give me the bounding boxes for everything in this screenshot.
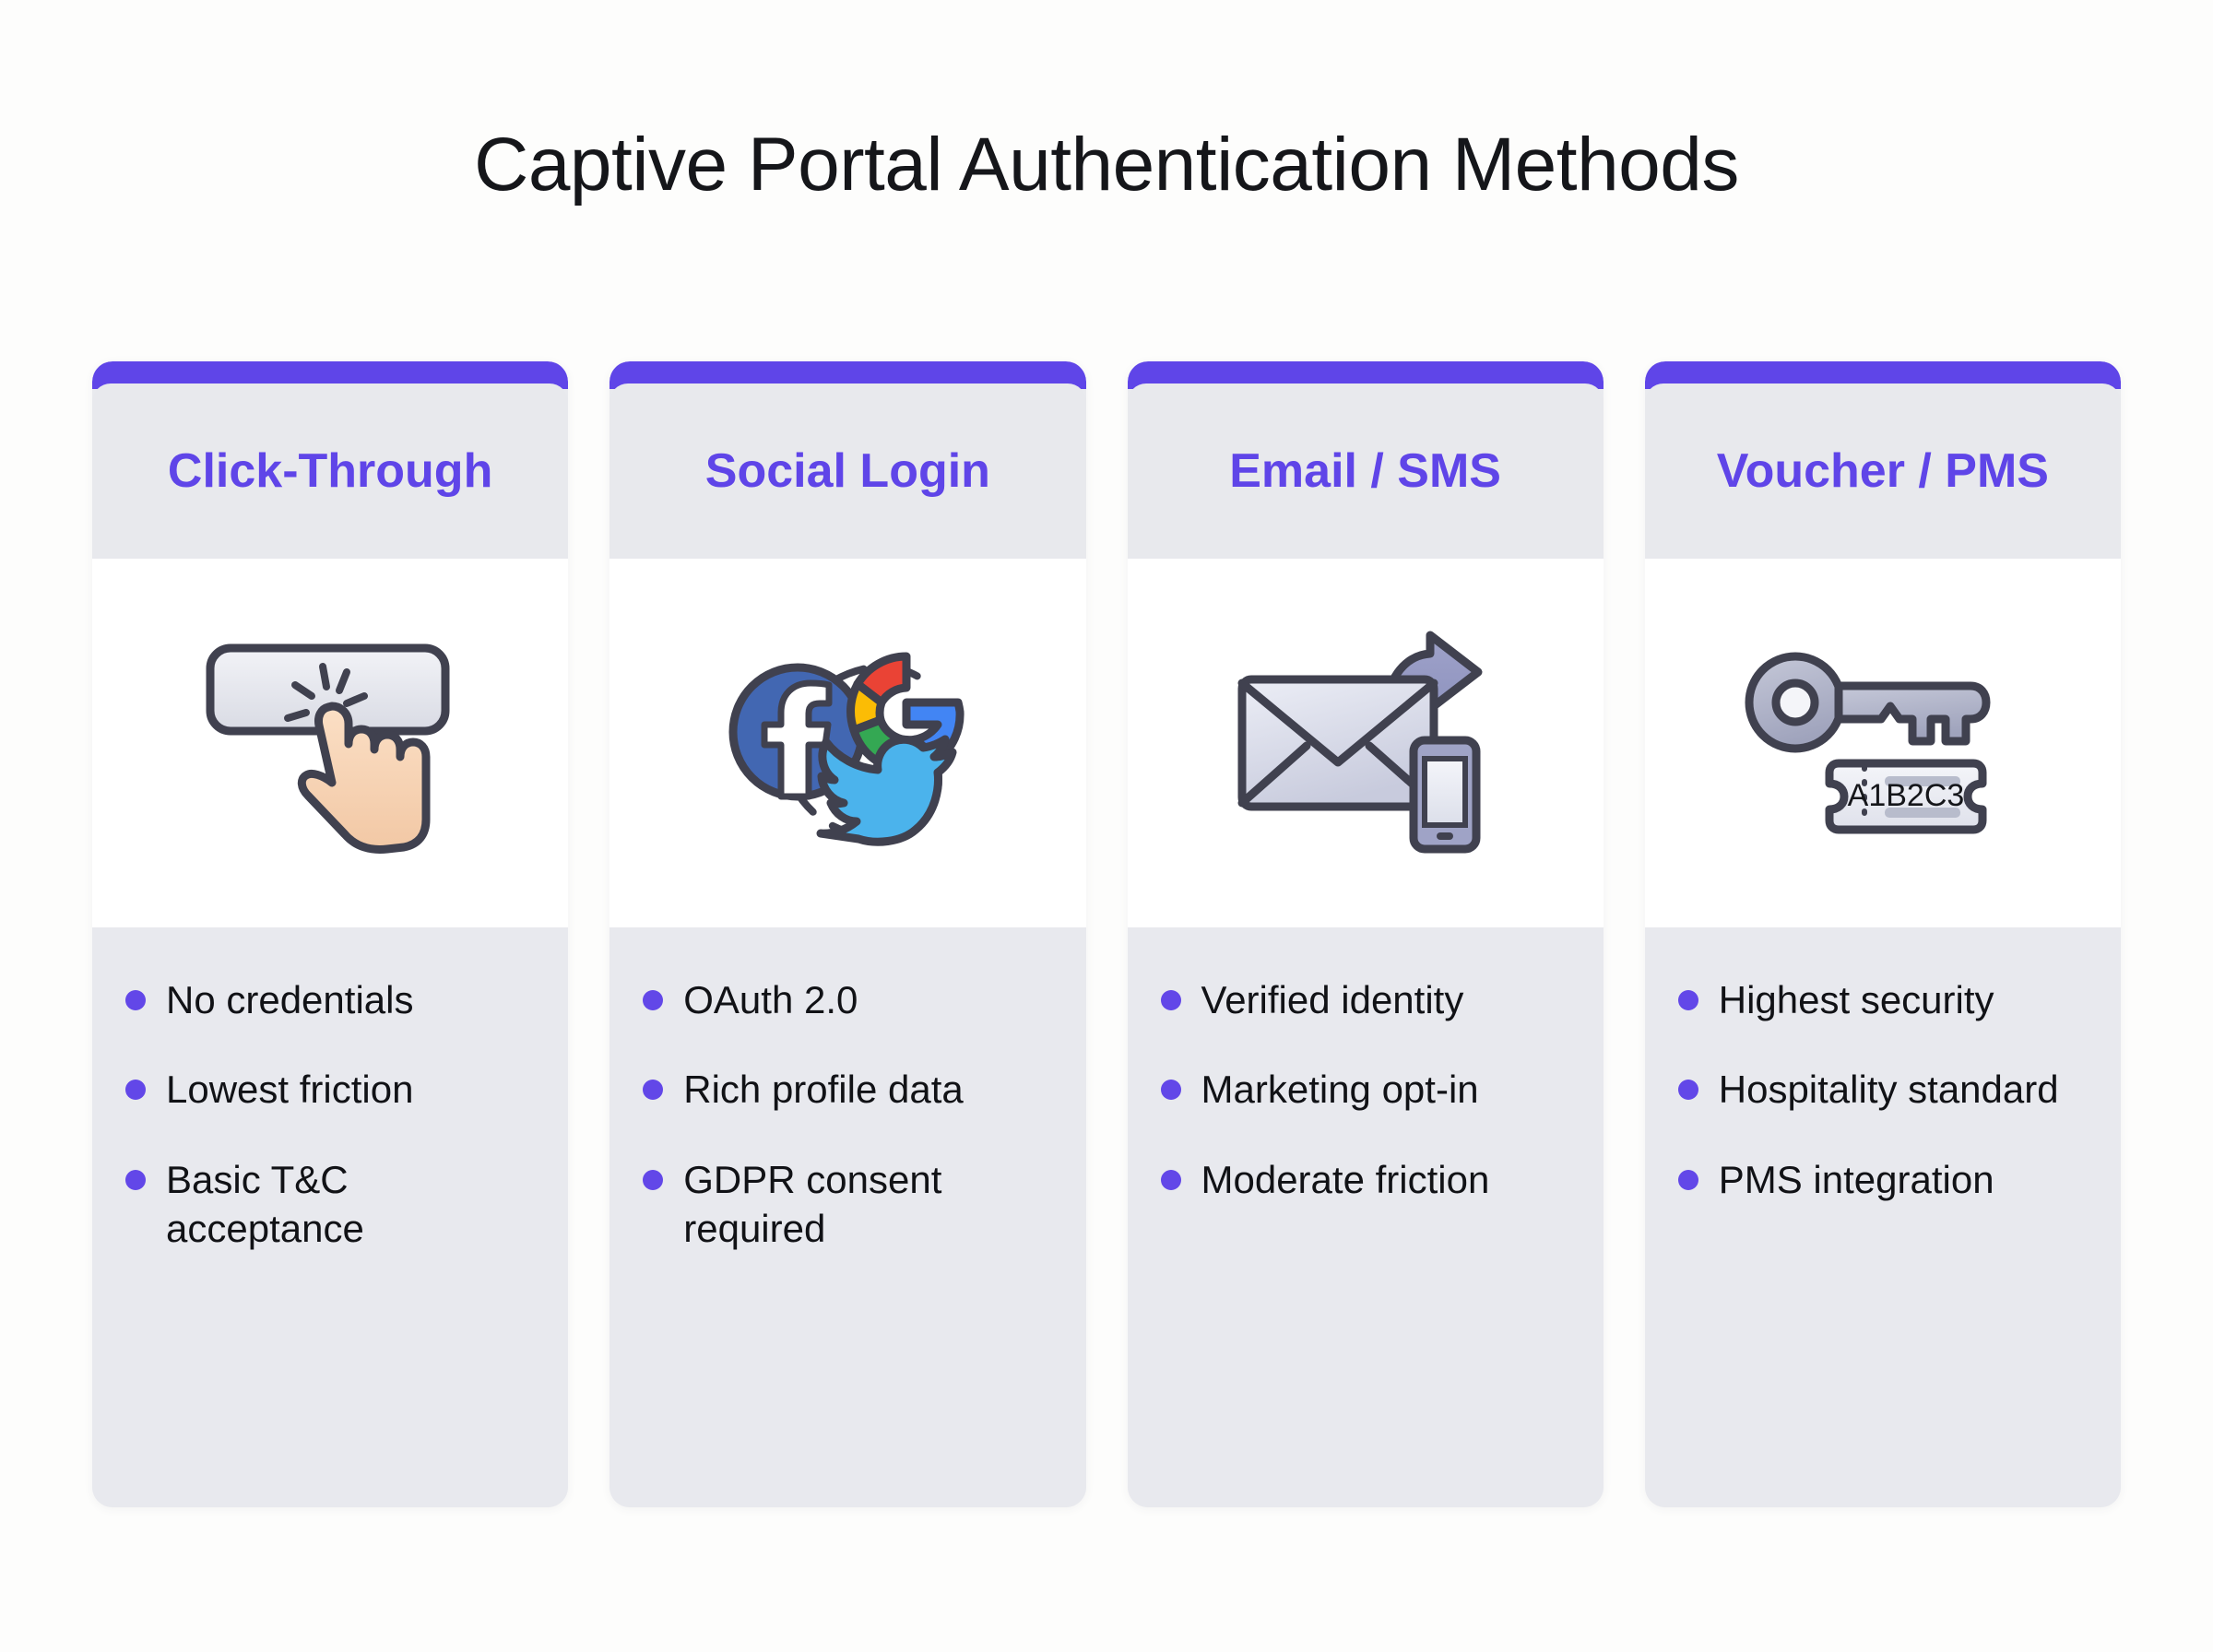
bullet-label: Hospitality standard — [1718, 1068, 2059, 1112]
key-ticket-icon: A1B2C3 — [1735, 632, 2030, 854]
bullet-label: No credentials — [166, 978, 414, 1021]
card-header-voucher-pms: Voucher / PMS — [1644, 384, 2121, 559]
bullet-dot-icon — [1160, 990, 1181, 1010]
card-body-voucher-pms: Highest security Hospitality standard PM… — [1644, 927, 2121, 1507]
bullet-list: Verified identity Marketing opt-in Moder… — [1160, 975, 1570, 1204]
bullet-label: PMS integration — [1718, 1157, 1994, 1201]
card-header-email-sms: Email / SMS — [1127, 384, 1604, 559]
list-item: Moderate friction — [1160, 1155, 1570, 1204]
bullet-dot-icon — [1160, 1080, 1181, 1101]
bullet-label: Lowest friction — [166, 1068, 414, 1112]
card-header-click-through: Click-Through — [92, 384, 569, 559]
icon-area-click-through — [92, 559, 569, 927]
bullet-label: Moderate friction — [1201, 1157, 1490, 1201]
icon-area-social-login — [609, 559, 1086, 927]
list-item: Lowest friction — [125, 1065, 535, 1114]
list-item: PMS integration — [1677, 1155, 2088, 1204]
bullet-list: OAuth 2.0 Rich profile data GDPR consent… — [643, 975, 1052, 1253]
social-networks-icon — [709, 623, 986, 863]
list-item: Basic T&C acceptance — [125, 1155, 535, 1254]
bullet-dot-icon — [643, 990, 664, 1010]
list-item: Highest security — [1677, 975, 2088, 1024]
card-title: Click-Through — [167, 443, 493, 498]
envelope-send-phone-icon — [1227, 628, 1504, 858]
bullet-dot-icon — [125, 990, 146, 1010]
bullet-dot-icon — [125, 1080, 146, 1101]
icon-area-voucher-pms: A1B2C3 — [1644, 559, 2121, 927]
bullet-dot-icon — [1160, 1169, 1181, 1190]
method-cards-row: Click-Through — [92, 361, 2121, 1507]
icon-area-email-sms — [1127, 559, 1604, 927]
bullet-dot-icon — [643, 1080, 664, 1101]
bullet-dot-icon — [125, 1169, 146, 1190]
bullet-dot-icon — [1677, 990, 1698, 1010]
list-item: GDPR consent required — [643, 1155, 1052, 1254]
card-email-sms[interactable]: Email / SMS — [1127, 361, 1604, 1507]
bullet-label: Highest security — [1718, 978, 1994, 1021]
bullet-label: Rich profile data — [683, 1068, 964, 1112]
page-title: Captive Portal Authentication Methods — [474, 123, 1739, 206]
bullet-list: Highest security Hospitality standard PM… — [1677, 975, 2088, 1204]
bullet-label: Basic T&C acceptance — [166, 1157, 364, 1250]
card-body-click-through: No credentials Lowest friction Basic T&C… — [92, 927, 569, 1507]
card-title: Social Login — [704, 443, 990, 498]
cursor-click-button-icon — [183, 628, 478, 858]
bullet-dot-icon — [1677, 1169, 1698, 1190]
card-voucher-pms[interactable]: Voucher / PMS — [1644, 361, 2121, 1507]
card-title: Voucher / PMS — [1716, 443, 2049, 498]
voucher-code-text: A1B2C3 — [1848, 778, 1965, 813]
card-social-login[interactable]: Social Login — [609, 361, 1086, 1507]
card-header-social-login: Social Login — [609, 384, 1086, 559]
list-item: Marketing opt-in — [1160, 1065, 1570, 1114]
list-item: Verified identity — [1160, 975, 1570, 1024]
card-body-social-login: OAuth 2.0 Rich profile data GDPR consent… — [609, 927, 1086, 1507]
card-title: Email / SMS — [1229, 443, 1501, 498]
list-item: No credentials — [125, 975, 535, 1024]
list-item: Rich profile data — [643, 1065, 1052, 1114]
bullet-label: GDPR consent required — [683, 1157, 942, 1250]
bullet-dot-icon — [1677, 1080, 1698, 1101]
bullet-dot-icon — [643, 1169, 664, 1190]
bullet-label: Verified identity — [1201, 978, 1464, 1021]
card-body-email-sms: Verified identity Marketing opt-in Moder… — [1127, 927, 1604, 1507]
bullet-label: OAuth 2.0 — [683, 978, 858, 1021]
list-item: Hospitality standard — [1677, 1065, 2088, 1114]
bullet-label: Marketing opt-in — [1201, 1068, 1479, 1112]
bullet-list: No credentials Lowest friction Basic T&C… — [125, 975, 535, 1253]
card-click-through[interactable]: Click-Through — [92, 361, 569, 1507]
list-item: OAuth 2.0 — [643, 975, 1052, 1024]
